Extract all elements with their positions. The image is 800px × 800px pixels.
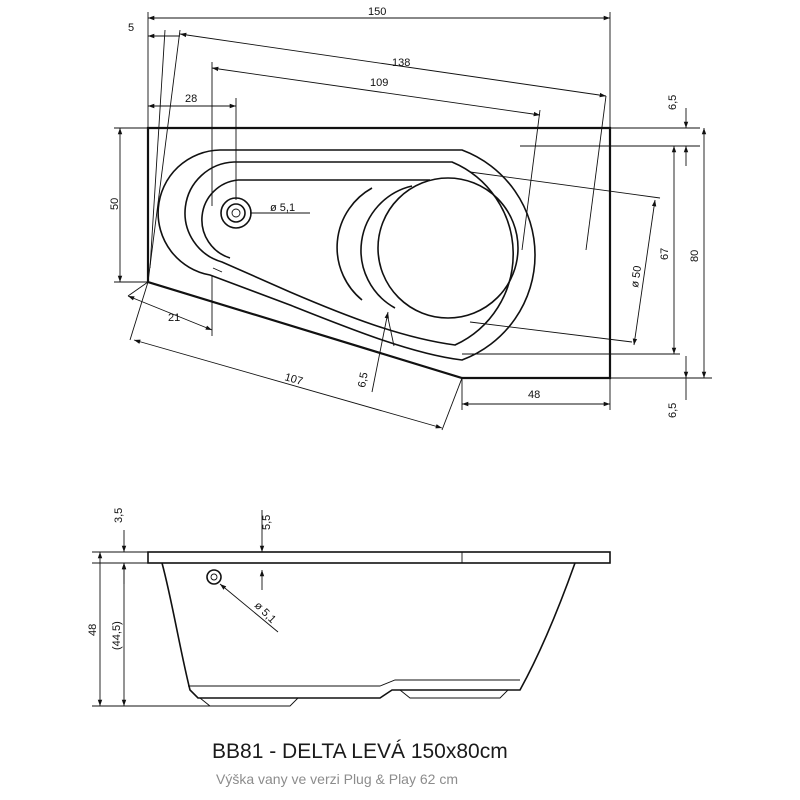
- dim-21: 21: [168, 312, 180, 324]
- side-view: ø 5,1 3,5 5,5 48 (44,5): [87, 508, 611, 707]
- dim-150: 150: [368, 6, 386, 18]
- dim-48: 48: [528, 389, 540, 401]
- drawing-title: BB81 - DELTA LEVÁ 150x80cm: [212, 740, 508, 763]
- tub-feet: [199, 689, 509, 707]
- side-dim-44-5: (44,5): [111, 621, 123, 650]
- dim-107: 107: [283, 371, 304, 388]
- dim-5: 5: [128, 22, 134, 34]
- drain-channel: [201, 179, 430, 259]
- side-dim-3-5: 3,5: [113, 508, 125, 523]
- side-dim-48: 48: [87, 624, 99, 636]
- side-dim-5-5: 5,5: [261, 515, 273, 530]
- dim-50-left: 50: [109, 198, 121, 210]
- tub-rim: [147, 551, 611, 564]
- tub-body: [161, 562, 576, 699]
- backrest-arc: [336, 185, 413, 309]
- dim-6-5-mid: 6,5: [356, 371, 370, 388]
- dim-80: 80: [689, 250, 701, 262]
- dim-6-5-top: 6,5: [667, 95, 679, 110]
- seat-circle: [377, 177, 519, 319]
- dim-drain-diameter: ø 5,1: [270, 202, 295, 214]
- basin-rim-inner: [184, 161, 514, 346]
- dim-67: 67: [659, 248, 671, 260]
- dim-28: 28: [185, 93, 197, 105]
- drain-icon: [220, 197, 252, 229]
- dim-6-5-bottom: 6,5: [667, 403, 679, 418]
- tub-outline: [146, 126, 612, 380]
- dim-seat-diameter: ø 50: [629, 265, 644, 288]
- dim-109: 109: [370, 77, 388, 89]
- basin-rim-outer: [157, 149, 536, 361]
- top-view: 150 5 138 109 28 6,5 50 ø 5,1: [109, 6, 712, 431]
- overflow-mark: [212, 267, 223, 273]
- drain-icon: [206, 569, 222, 585]
- dim-138: 138: [392, 57, 410, 69]
- drawing-subtitle: Výška vany ve verzi Plug & Play 62 cm: [216, 771, 458, 787]
- tub-body-inner: [188, 679, 520, 687]
- side-dim-drain-diameter: ø 5,1: [252, 600, 278, 626]
